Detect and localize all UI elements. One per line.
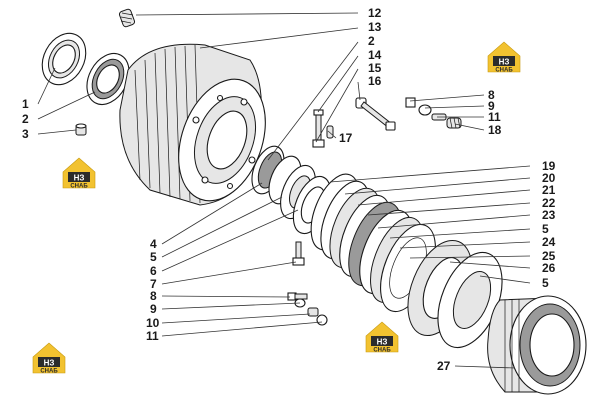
callout-2: 2: [22, 112, 29, 126]
logo-center: НЗ СНАБ: [365, 321, 399, 354]
logo-top-right: НЗ СНАБ: [487, 41, 521, 74]
callout-1: 1: [22, 97, 29, 111]
logo-mark: НЗ: [377, 338, 388, 347]
callout-8-left: 8: [150, 289, 157, 303]
screw-set-top: [312, 109, 334, 148]
logo-mark: НЗ: [499, 58, 510, 67]
callout-13: 13: [368, 20, 382, 34]
logo-mark: НЗ: [74, 174, 85, 183]
callout-9-right: 9: [488, 99, 495, 113]
callout-11-right: 11: [488, 110, 501, 124]
callout-18: 18: [488, 123, 502, 137]
logo-sub: СНАБ: [70, 184, 88, 190]
plug: [75, 123, 87, 136]
logo-sub: СНАБ: [495, 68, 513, 74]
callout-25: 25: [542, 249, 556, 263]
logo-left: НЗ СНАБ: [62, 157, 96, 190]
callout-23: 23: [542, 208, 556, 222]
callout-11-left: 11: [146, 329, 159, 343]
callout-7: 7: [150, 277, 157, 291]
logo-sub: СНАБ: [373, 348, 391, 354]
callout-5-a: 5: [542, 222, 549, 236]
fasteners-left: [287, 292, 328, 326]
spring-top: [118, 8, 136, 28]
callout-5-left: 5: [150, 250, 157, 264]
callout-15: 15: [368, 61, 382, 75]
callout-26: 26: [542, 261, 556, 275]
callout-2-top: 2: [368, 34, 375, 48]
callout-16: 16: [368, 74, 382, 88]
parts-drawing: [41, 8, 587, 395]
logo-bottom-left: НЗ СНАБ: [32, 342, 66, 375]
center-bearing-stack: [251, 145, 332, 235]
clutch-disc-stack: [310, 173, 436, 313]
callout-8-right: 8: [488, 88, 495, 102]
callout-19: 19: [542, 159, 556, 173]
callout-21: 21: [542, 183, 556, 197]
callout-labels: 1 2 3 12 13 2 14 15 16 17 8 9 11 18 19 2…: [22, 6, 556, 373]
callout-6: 6: [150, 264, 157, 278]
callout-14: 14: [368, 48, 382, 62]
callout-3: 3: [22, 127, 29, 141]
logo-sub: СНАБ: [40, 369, 58, 375]
housing-drum: [119, 43, 266, 206]
logo-mark: НЗ: [44, 359, 55, 368]
callout-10: 10: [146, 316, 160, 330]
callout-20: 20: [542, 171, 556, 185]
seal-ring: [41, 32, 87, 86]
callout-5-b: 5: [542, 276, 549, 290]
callout-9-left: 9: [150, 302, 157, 316]
ring-gear: [487, 295, 587, 395]
callout-17: 17: [339, 131, 353, 145]
callout-12: 12: [368, 6, 382, 20]
callout-27: 27: [437, 359, 451, 373]
fasteners-right: [405, 97, 462, 129]
callout-4: 4: [150, 237, 157, 251]
bolt-7: [292, 241, 305, 266]
callout-22: 22: [542, 196, 556, 210]
pressure-plate: [407, 239, 503, 349]
callout-24: 24: [542, 235, 556, 249]
bolt-16: [355, 97, 396, 131]
leader-lines: [37, 12, 531, 369]
